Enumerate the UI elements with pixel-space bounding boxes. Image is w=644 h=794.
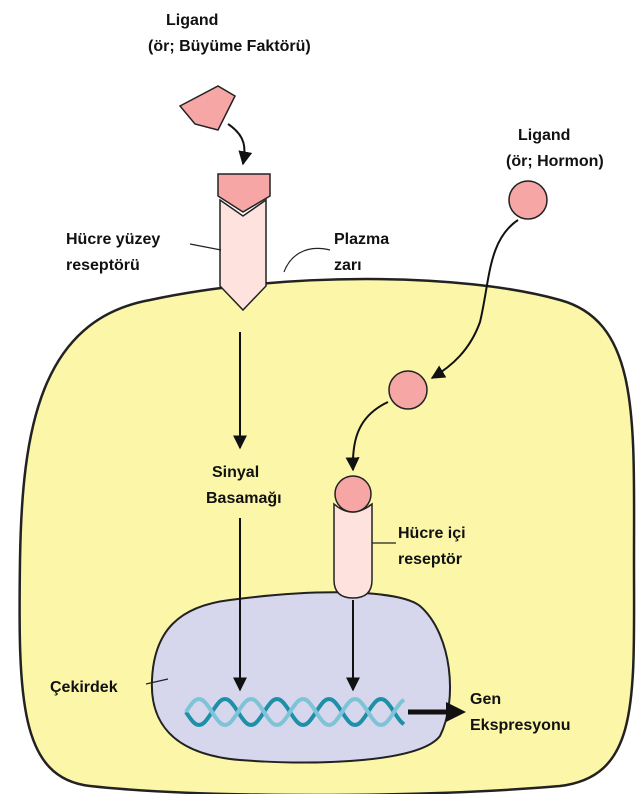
ligand-binding-arrow: [228, 124, 244, 164]
growth-factor-ligand: [180, 86, 235, 130]
plasma-membrane-label-line1: Plazma: [334, 231, 389, 248]
plasma-membrane-leader: [284, 248, 330, 272]
intracellular-receptor-label-line1: Hücre içi: [398, 525, 466, 542]
nucleus: [152, 592, 450, 762]
cell-surface-receptor: [220, 200, 266, 310]
signal-cascade-label-line1: Sinyal: [212, 464, 259, 481]
plasma-membrane-label-line2: zarı: [334, 257, 362, 274]
ligand-growth-label-line1: Ligand: [166, 12, 218, 29]
ligand-growth-label-line2: (ör; Büyüme Faktörü): [148, 38, 311, 55]
surface-receptor-label-line1: Hücre yüzey: [66, 231, 160, 248]
hormone-ligand-outside: [509, 181, 547, 219]
intracellular-receptor-label-line2: reseptör: [398, 551, 462, 568]
nucleus-label: Çekirdek: [50, 679, 118, 696]
surface-receptor-leader: [190, 244, 221, 250]
signal-cascade-label-line2: Basamağı: [206, 490, 282, 507]
intracellular-bound-hormone: [335, 476, 371, 512]
gene-expression-label-line2: Ekspresyonu: [470, 717, 570, 734]
intracellular-receptor: [334, 504, 372, 598]
gene-expression-label-line1: Gen: [470, 691, 501, 708]
surface-receptor-label-line2: reseptörü: [66, 257, 140, 274]
hormone-ligand-inside: [389, 371, 427, 409]
ligand-hormone-label-line1: Ligand: [518, 127, 570, 144]
ligand-hormone-label-line2: (ör; Hormon): [506, 153, 604, 170]
